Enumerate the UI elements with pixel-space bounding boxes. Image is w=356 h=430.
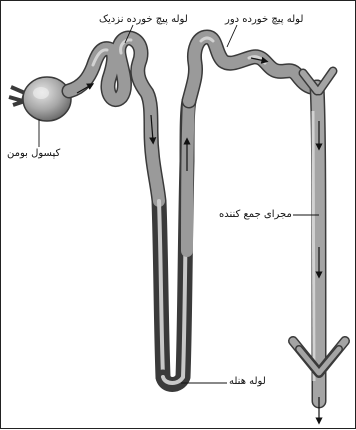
proximal-tubule bbox=[69, 38, 163, 377]
label-collecting-duct: مجرای جمع کننده bbox=[219, 210, 292, 220]
label-proximal-tubule: لوله پیچ خورده نزدیک bbox=[99, 15, 188, 25]
bowman-capsule bbox=[9, 77, 71, 121]
label-loop-of-henle: لوله هنله bbox=[229, 377, 266, 387]
label-distal-tubule: لوله پیچ خورده دور bbox=[225, 15, 303, 25]
leader-distal bbox=[227, 25, 237, 47]
distal-tubule bbox=[189, 37, 317, 101]
flow-arrows bbox=[77, 58, 319, 421]
collecting-duct bbox=[293, 71, 345, 401]
label-bowman-capsule: کپسول بومن bbox=[7, 149, 60, 159]
